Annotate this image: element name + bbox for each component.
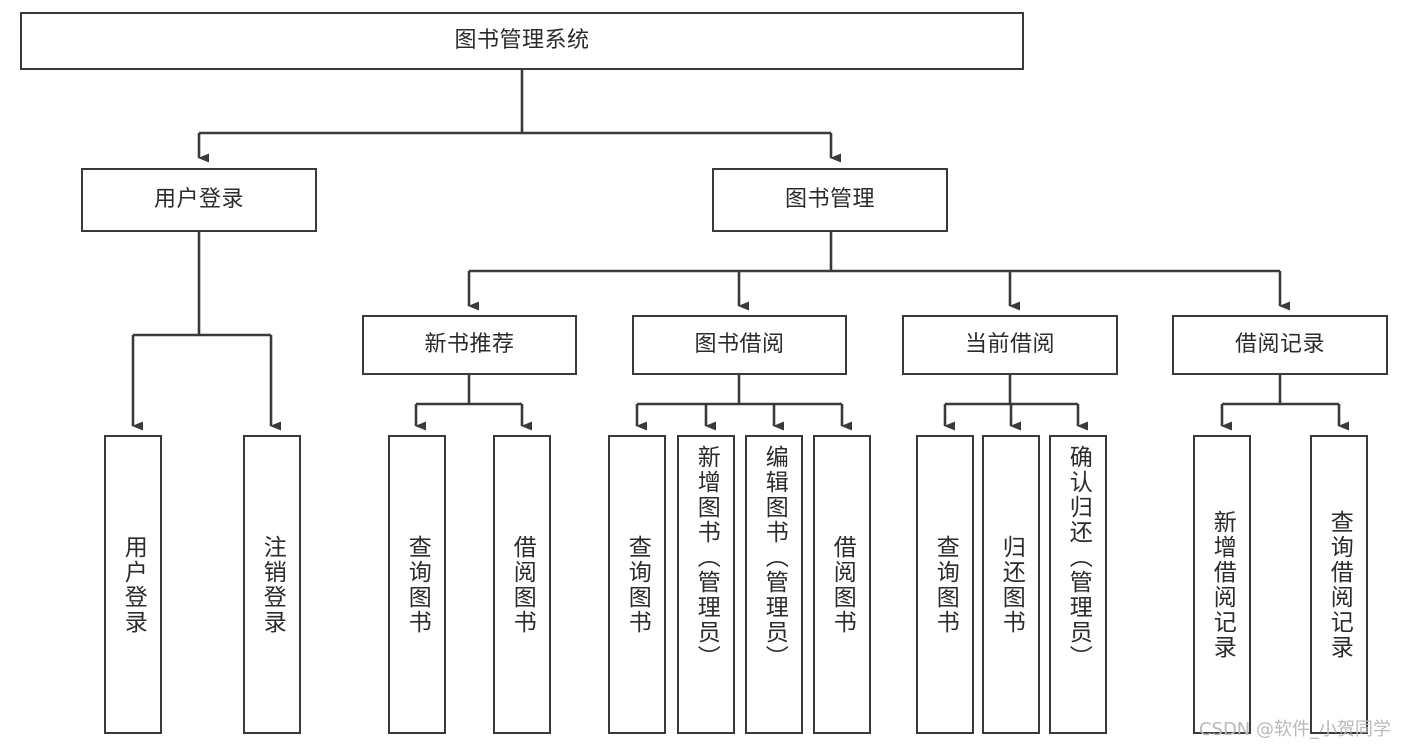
node-label: 用户登录 [120, 534, 147, 635]
node-label: 新书推荐 [424, 332, 515, 358]
node-current-borrow[interactable]: 当前借阅 [902, 315, 1118, 375]
node-label: 查询图书 [932, 534, 959, 635]
leaf-borrow-record-query[interactable]: 查询借阅记录 [1310, 435, 1368, 734]
node-label: 查询图书 [624, 534, 651, 635]
leaf-book-borrow-add[interactable]: 新增图书（管理员） [677, 435, 735, 734]
node-label: 图书管理系统 [454, 28, 590, 54]
node-borrow-records[interactable]: 借阅记录 [1172, 315, 1388, 375]
node-label: 用户登录 [153, 187, 244, 213]
node-label: 新增图书（管理员） [693, 445, 720, 670]
leaf-current-borrow-return[interactable]: 归还图书 [982, 435, 1040, 734]
node-label: 查询借阅记录 [1326, 509, 1353, 660]
node-label: 新增借阅记录 [1209, 509, 1236, 660]
node-label: 确认归还（管理员） [1065, 445, 1092, 670]
node-label: 借阅图书 [829, 534, 856, 635]
node-label: 借阅记录 [1234, 332, 1325, 358]
node-label: 查询图书 [404, 534, 431, 635]
csdn-watermark: CSDN @软件_小贺同学 [1198, 719, 1391, 740]
node-label: 图书管理 [784, 187, 875, 213]
leaf-user-login-signin[interactable]: 用户登录 [104, 435, 162, 734]
node-book-borrow[interactable]: 图书借阅 [632, 315, 847, 375]
node-new-book-recommend[interactable]: 新书推荐 [362, 315, 577, 375]
node-label: 编辑图书（管理员） [761, 445, 788, 670]
leaf-borrow-record-add[interactable]: 新增借阅记录 [1193, 435, 1251, 734]
node-label: 借阅图书 [509, 534, 536, 635]
node-book-management[interactable]: 图书管理 [712, 168, 948, 232]
node-user-login[interactable]: 用户登录 [81, 168, 317, 232]
leaf-new-book-query[interactable]: 查询图书 [388, 435, 446, 734]
leaf-current-borrow-query[interactable]: 查询图书 [916, 435, 974, 734]
leaf-user-login-signout[interactable]: 注销登录 [243, 435, 301, 734]
leaf-book-borrow-query[interactable]: 查询图书 [608, 435, 666, 734]
node-label: 图书借阅 [694, 332, 785, 358]
leaf-current-borrow-confirm-return[interactable]: 确认归还（管理员） [1049, 435, 1107, 734]
node-label: 注销登录 [259, 534, 286, 635]
node-label: 归还图书 [998, 534, 1025, 635]
leaf-new-book-borrow[interactable]: 借阅图书 [493, 435, 551, 734]
leaf-book-borrow-edit[interactable]: 编辑图书（管理员） [745, 435, 803, 734]
leaf-book-borrow-lend[interactable]: 借阅图书 [813, 435, 871, 734]
node-label: 当前借阅 [964, 332, 1055, 358]
node-root-library-system[interactable]: 图书管理系统 [20, 12, 1024, 70]
